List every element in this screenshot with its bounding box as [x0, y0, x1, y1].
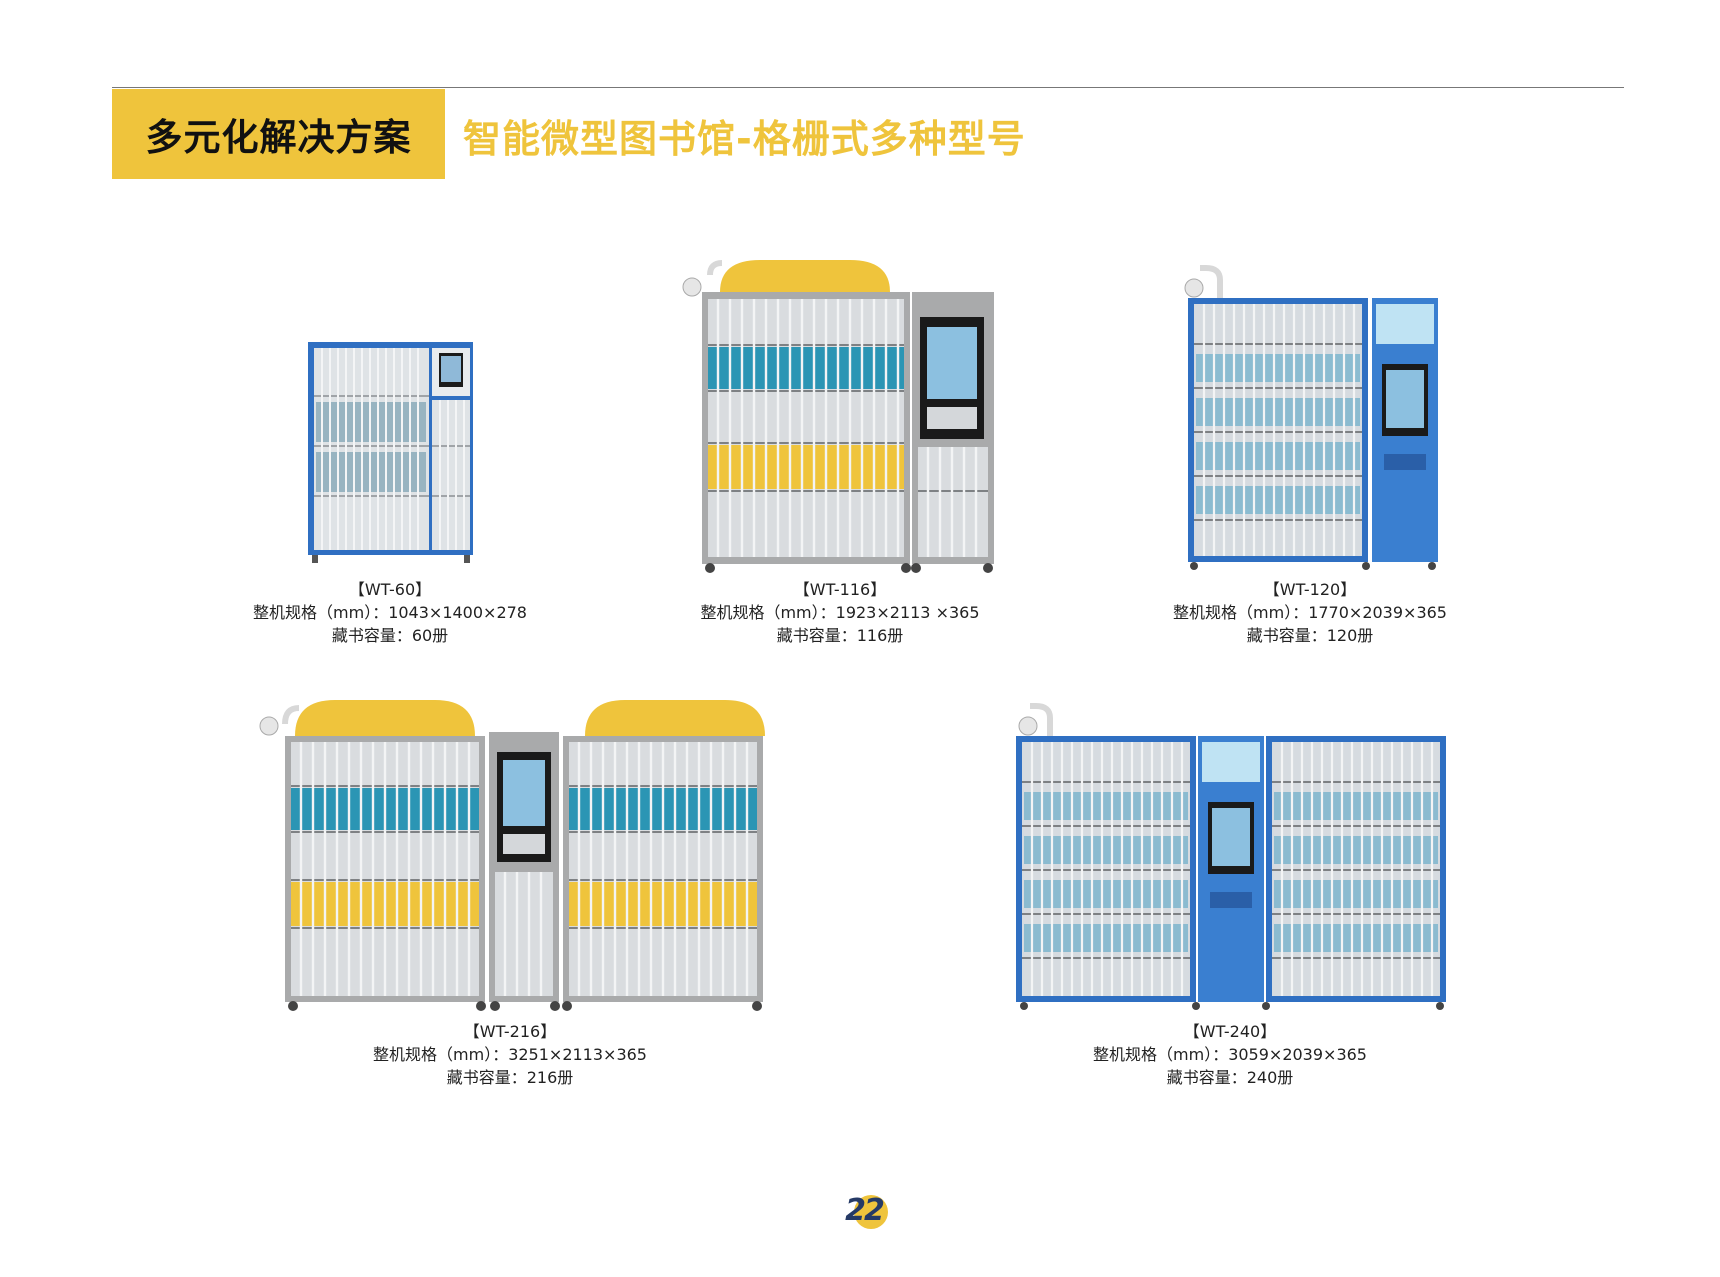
product-spec: 整机规格（mm）：1043×1400×278	[253, 603, 527, 622]
product-model: 【WT-60】	[348, 580, 432, 599]
product-caption-wt240: 【WT-240】 整机规格（mm）：3059×2039×365 藏书容量：240…	[1080, 1020, 1380, 1089]
page-number-circle	[854, 1195, 888, 1229]
product-capacity: 藏书容量：120册	[1246, 626, 1374, 645]
page-number-badge: 22	[838, 1193, 890, 1233]
product-capacity: 藏书容量：116册	[776, 626, 904, 645]
product-model: 【WT-216】	[463, 1022, 557, 1041]
product-image-wt116	[680, 257, 1000, 575]
product-spec: 整机规格（mm）：1923×2113 ×365	[700, 603, 980, 622]
product-caption-wt116: 【WT-116】 整机规格（mm）：1923×2113 ×365 藏书容量：11…	[690, 578, 990, 647]
product-model: 【WT-240】	[1183, 1022, 1277, 1041]
product-capacity: 藏书容量：216册	[446, 1068, 574, 1087]
product-image-wt60	[300, 340, 480, 565]
page-title: 智能微型图书馆-格栅式多种型号	[463, 117, 1026, 161]
section-label-box: 多元化解决方案	[112, 89, 445, 179]
product-capacity: 藏书容量：240册	[1166, 1068, 1294, 1087]
product-spec: 整机规格（mm）：1770×2039×365	[1173, 603, 1447, 622]
section-label: 多元化解决方案	[145, 116, 412, 159]
product-spec: 整机规格（mm）：3059×2039×365	[1093, 1045, 1367, 1064]
product-spec: 整机规格（mm）：3251×2113×365	[373, 1045, 647, 1064]
product-caption-wt120: 【WT-120】 整机规格（mm）：1770×2039×365 藏书容量：120…	[1160, 578, 1460, 647]
top-divider	[112, 87, 1624, 88]
product-model: 【WT-116】	[793, 580, 887, 599]
product-caption-wt216: 【WT-216】 整机规格（mm）：3251×2113×365 藏书容量：216…	[360, 1020, 660, 1089]
page-number: 22	[845, 1193, 885, 1228]
product-caption-wt60: 【WT-60】 整机规格（mm）：1043×1400×278 藏书容量：60册	[250, 578, 530, 647]
product-image-wt240	[1010, 696, 1450, 1012]
product-image-wt216	[255, 696, 765, 1012]
product-model: 【WT-120】	[1263, 580, 1357, 599]
product-capacity: 藏书容量：60册	[331, 626, 449, 645]
product-image-wt120	[1180, 258, 1442, 574]
